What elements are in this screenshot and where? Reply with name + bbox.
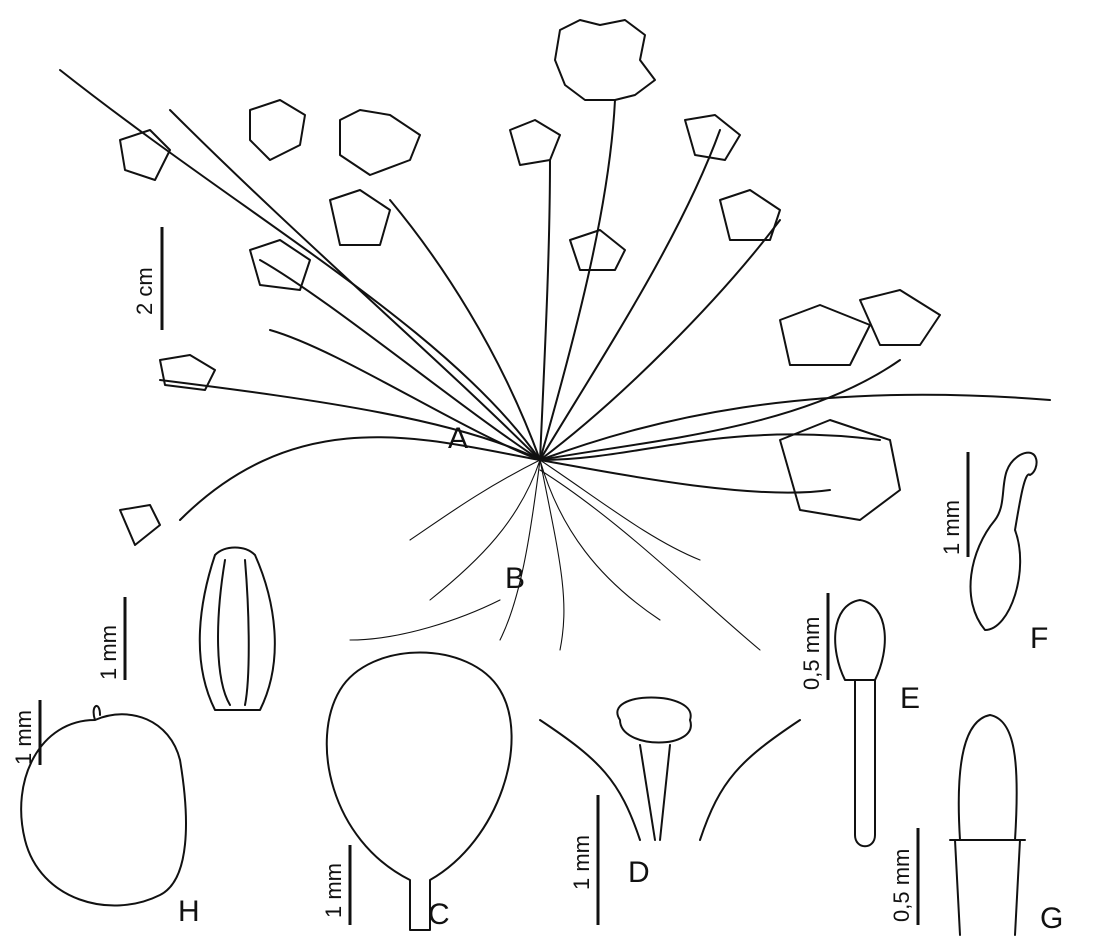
panel-f-carpel-drawing [969, 451, 1038, 631]
panel-label-e: E [900, 682, 920, 715]
panel-g-ovary-drawing [949, 714, 1026, 936]
panel-label-f: F [1030, 622, 1048, 655]
panel-label-a: A [448, 422, 468, 455]
panel-d-flower-section-drawing [539, 696, 801, 841]
scale-text-g: 0,5 mm [889, 849, 914, 922]
panel-b-calyx-drawing [198, 546, 276, 711]
scale-text-b: 1 mm [96, 625, 121, 680]
panel-c-petal-drawing [325, 651, 513, 931]
panel-label-h: H [178, 895, 200, 928]
scale-text-f: 1 mm [939, 500, 964, 555]
scale-text-e: 0,5 mm [799, 617, 824, 690]
stems [59, 69, 1051, 521]
scale-text-c: 1 mm [321, 863, 346, 918]
scale-text-a: 2 cm [132, 267, 157, 315]
scale-text-d: 1 mm [569, 835, 594, 890]
scale-text-h: 1 mm [11, 710, 36, 765]
panel-label-b: B [505, 562, 525, 595]
panel-h-achene-drawing [20, 705, 187, 907]
panel-label-c: C [428, 898, 450, 931]
panel-label-d: D [628, 856, 650, 889]
roots [349, 459, 761, 651]
panel-e-stamen-drawing [834, 599, 886, 848]
panel-a-habit-drawing [59, 19, 1051, 651]
leaves [119, 19, 941, 546]
panel-label-g: G [1040, 902, 1063, 935]
